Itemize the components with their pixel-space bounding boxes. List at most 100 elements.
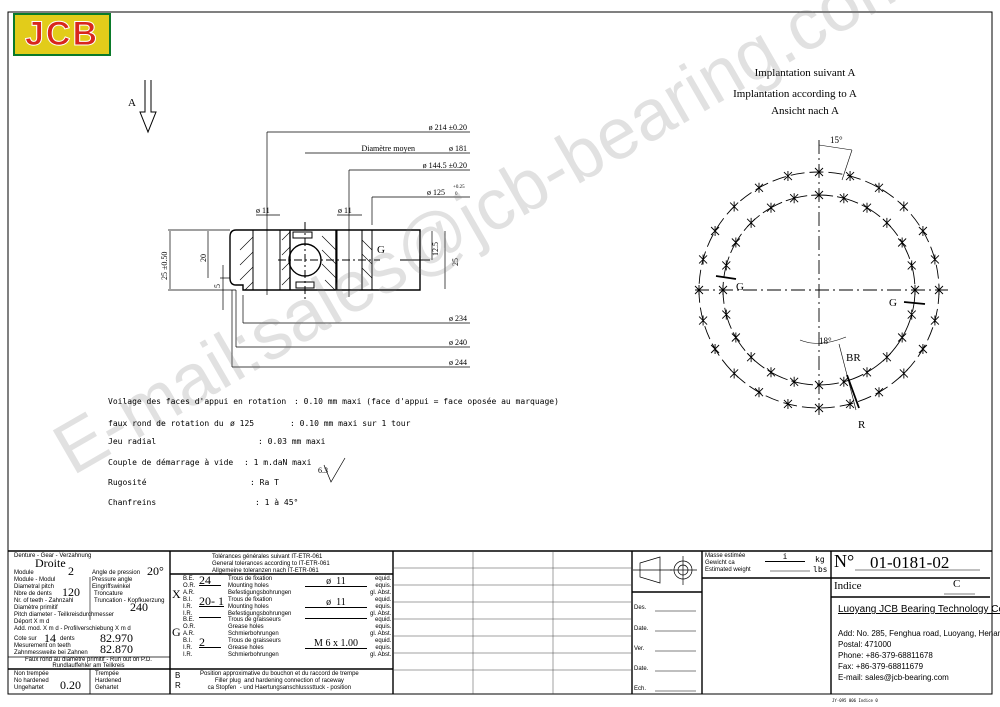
hole-codes: B.I. I.R. I.R.: [183, 638, 193, 658]
dim-height-5: 5: [213, 284, 222, 288]
inner-bolt-hole-mark: [766, 202, 776, 213]
dim-d244: ø 244: [449, 358, 467, 367]
inner-bolt-hole-mark: [839, 376, 849, 387]
view-title-fr: Implantation suivant A: [755, 67, 856, 79]
teeth-label: Nbre de dents Nr. of teeth - Zahnzahl: [14, 591, 74, 604]
note-label: Rugosité: [108, 478, 147, 487]
filler-plug-label: BR: [846, 352, 861, 364]
runout-label: Faux rond au diamètre primitif - Run out…: [25, 657, 152, 669]
outer-bolt-hole-mark: [754, 182, 764, 193]
bolt-pattern-view: Implantation suivant A Implantation acco…: [694, 67, 948, 431]
inner-bolt-hole-mark: [910, 285, 920, 295]
note-label: Jeu radial: [108, 437, 157, 446]
inner-bolt-hole-mark: [882, 217, 892, 228]
view-title-en: Implantation according to A: [733, 88, 857, 100]
hole-codes: B.E. O.R. A.R.: [183, 617, 196, 637]
note-value: : 0.10 mm maxi (face d'appui = face opos…: [294, 397, 559, 406]
projection-symbol: [633, 556, 697, 585]
inner-bolt-hole-mark: [731, 332, 741, 343]
dim-mean-label: Diamètre moyen: [361, 144, 415, 153]
date-label: Date.: [634, 626, 649, 632]
note-value: : 1 m.daN maxi: [244, 458, 312, 467]
measure-value: 82.870: [100, 642, 133, 656]
dim-d234: ø 234: [449, 314, 467, 323]
outer-bolt-hole-mark: [934, 285, 944, 295]
indice-label: Indice: [834, 580, 862, 592]
module-value: 2: [68, 564, 74, 578]
sheet-frame: [7, 11, 993, 695]
cote-value: 82.970: [100, 631, 133, 645]
hole-count: 24: [199, 574, 221, 586]
group-g: G: [172, 625, 181, 639]
inner-bolt-hole-mark: [907, 260, 917, 271]
angle-18: 18°: [819, 336, 832, 346]
inner-bolt-hole-mark: [721, 260, 731, 271]
outer-bolt-hole-mark: [918, 226, 928, 236]
outer-bolt-hole-mark: [729, 368, 739, 379]
outer-bolt-hole-mark: [930, 315, 940, 326]
inner-bolt-hole-mark: [721, 309, 731, 320]
outer-bolt-hole-mark: [874, 387, 884, 398]
outer-bolt-hole-mark: [729, 201, 739, 212]
cote-teeth: 14: [44, 631, 56, 645]
outer-bolt-hole-mark: [783, 398, 793, 409]
company-address: Add: No. 285, Fenghua road, Luoyang, Hen…: [838, 629, 1000, 638]
dim-height-25-right: 25: [451, 258, 460, 266]
dim-d240: ø 240: [449, 338, 467, 347]
hole-equidistant: equid. equis. gl. Abst.: [370, 576, 392, 596]
hole-description: Trous de graisseurs Grease holes Schmier…: [228, 638, 281, 658]
inner-bolt-hole-mark: [789, 376, 799, 387]
outer-bolt-hole-mark: [814, 403, 824, 413]
note-mid: ø 125: [230, 419, 255, 428]
module-label: Module Module - Modul Diametral pitch: [14, 570, 56, 590]
verifier-label: Ver.: [634, 646, 645, 652]
filler-codes: B R: [175, 671, 181, 690]
unit-kg: kg: [815, 555, 825, 564]
grease-left-label: G: [736, 281, 744, 293]
footer-code: JY-095 006 Indice 0: [832, 698, 878, 703]
teeth-value: 120: [62, 585, 80, 599]
angle-15: 15°: [830, 135, 843, 145]
designer-label: Des.: [634, 605, 647, 611]
inner-bolt-hole-mark: [746, 217, 756, 228]
inner-bolt-hole-mark: [789, 193, 799, 204]
hole-size: [305, 618, 367, 619]
hole-size: ø 11: [305, 577, 367, 587]
unit-lbs: lbs: [813, 565, 828, 574]
grease-label: G: [377, 244, 385, 256]
hole-codes: B.E. O.R. A.R.: [183, 576, 196, 596]
hole-description: Trous de fixation Mounting holes Befesti…: [228, 597, 292, 617]
outer-bolt-hole-mark: [918, 344, 928, 354]
gear-header: Denture - Gear - Verzahnung: [14, 553, 92, 559]
note-value: : 0.03 mm maxi: [258, 437, 326, 446]
company-email[interactable]: E-mail: sales@jcb-bearing.com: [838, 673, 949, 682]
dim-height-12-5: 12.5: [431, 242, 440, 256]
outer-bolt-hole-mark: [710, 344, 720, 354]
outer-bolt-hole-mark: [698, 254, 708, 265]
truncation-label: Troncature Truncation - Kopfkuerzung: [94, 591, 165, 604]
weight-label: Masse estimée Gewicht ca Estimated weigh…: [705, 553, 751, 573]
cote-unit: dents: [60, 636, 75, 642]
hardened-label: Trempée Hardened Gehartet: [95, 671, 122, 691]
dim-height-20: 20: [199, 254, 208, 262]
indice-value: C: [953, 578, 961, 590]
scale-label: Ech.: [634, 686, 647, 692]
inner-bolt-hole-mark: [839, 193, 849, 204]
inner-bolt-hole-mark: [882, 352, 892, 363]
date2-label: Date.: [634, 666, 649, 672]
pitch-label: Diamètre primitif Pitch diameter - Teilk…: [14, 605, 114, 618]
dim-d214: ø 214 ±0.20: [429, 123, 467, 132]
roughness-symbol: [323, 457, 346, 483]
inner-bolt-hole-mark: [897, 237, 907, 248]
inner-bolt-hole-mark: [862, 202, 872, 213]
inner-bolt-hole-mark: [766, 367, 776, 378]
note-label: faux rond de rotation du: [108, 419, 224, 428]
outer-bolt-hole-mark: [899, 368, 909, 379]
roughness-value: 6.3: [318, 466, 328, 475]
hole-description: Trous de fixation Mounting holes Befesti…: [228, 576, 292, 596]
group-x: X: [172, 587, 181, 601]
inner-bolt-hole-mark: [814, 190, 824, 200]
outer-bolt-hole-mark: [754, 387, 764, 398]
